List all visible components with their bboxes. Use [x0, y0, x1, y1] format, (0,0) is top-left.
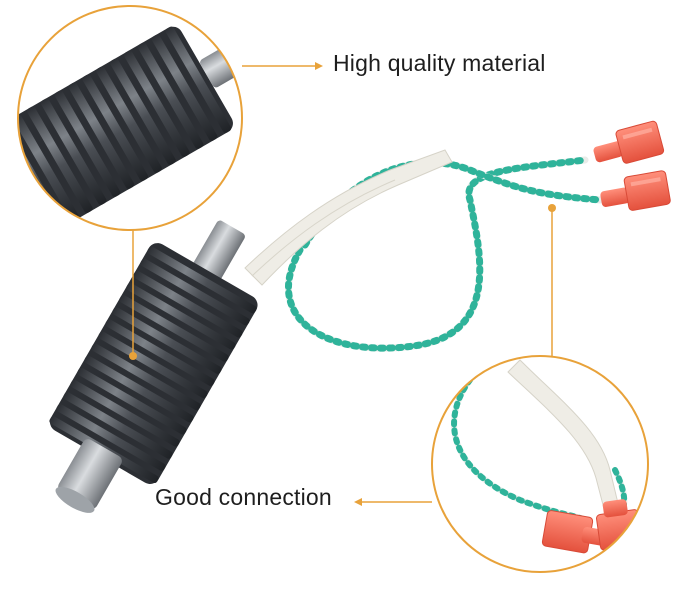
twisted-lead-wires	[285, 156, 604, 352]
fiberglass-sleeve	[244, 149, 453, 286]
magnified-connection-detail	[431, 355, 649, 573]
finned-heater-cylinder	[49, 220, 258, 513]
magnified-material-detail	[17, 5, 243, 231]
callout-label-material: High quality material	[333, 50, 546, 76]
main-product	[49, 120, 671, 513]
callout-lines	[129, 62, 556, 506]
female-spade-terminals	[593, 120, 671, 211]
callout-label-connection: Good connection	[155, 484, 332, 510]
